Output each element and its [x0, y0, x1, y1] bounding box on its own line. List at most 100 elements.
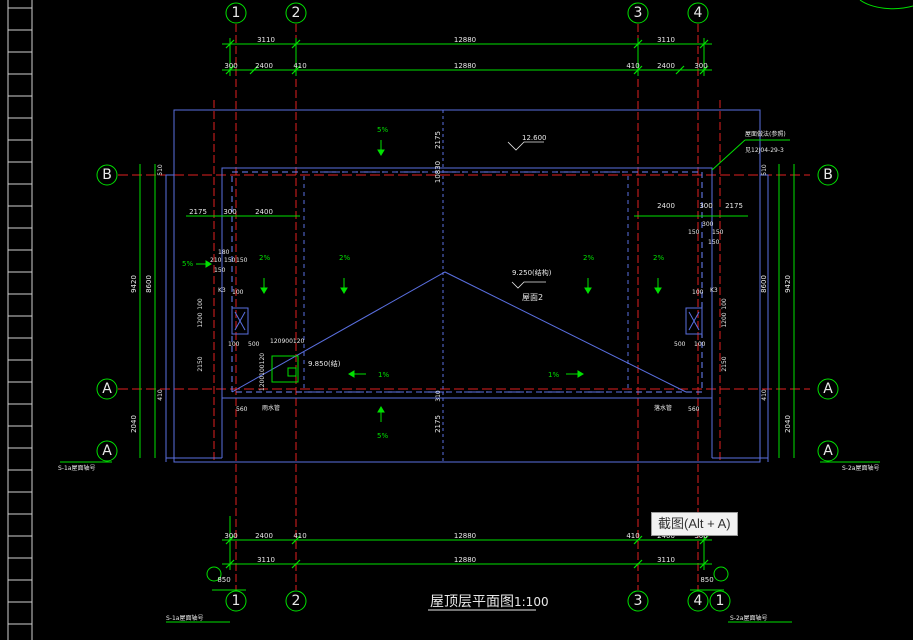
dim-bot-2400-right: 2400: [657, 532, 675, 540]
axis-label-left-A2: A: [102, 443, 112, 459]
dim-stack-right-150c: 150: [708, 239, 720, 246]
axis-label-top-4: 4: [694, 5, 703, 21]
slope-1pct-right: 1%: [548, 371, 559, 379]
dim-bot3-850-left: 850: [217, 576, 230, 584]
dim-top2-410-left: 410: [293, 62, 306, 70]
roof-label: 屋面2: [522, 293, 543, 302]
axis-label-right-A2: A: [823, 443, 833, 459]
roof-drain-box: [271, 355, 299, 383]
drawing-title: 屋顶层平面图: [430, 594, 514, 610]
gutter-label-right: 落水管: [654, 404, 672, 412]
axis-gridlines: [213, 24, 721, 590]
dim-left-1200: 1200: [197, 312, 204, 327]
axis-bubbles-top: [225, 2, 709, 24]
dim-right-8600: 8600: [760, 275, 768, 293]
k3-label-right: K3: [710, 287, 718, 294]
slope-5pct-left: 5%: [182, 260, 193, 268]
dim-top2-12880: 12880: [454, 62, 476, 70]
dim-right-2150: 2150: [721, 356, 728, 371]
dim-top-12880: 12880: [454, 36, 476, 44]
axis-label-left-B: B: [102, 167, 112, 183]
drain-dims-2: 1200100120: [259, 353, 266, 391]
k3-box-right: [685, 307, 703, 335]
dim-left-100: 100: [197, 298, 204, 310]
dim-bot-300-left: 300: [224, 532, 237, 540]
dim-stack-right-150a: 150: [688, 229, 700, 236]
dim-left-8600: 8600: [145, 275, 153, 293]
section-mark-s1-bottom: S-1a屋面轴号: [166, 614, 203, 622]
left-tool-palette[interactable]: [7, 0, 33, 640]
dim-bot3-850-right: 850: [700, 576, 713, 584]
dim-stack-left-150c: 150: [214, 267, 226, 274]
dim-center-2175-bottom: 2175: [434, 415, 442, 433]
axis-label-top-3: 3: [634, 5, 643, 21]
dim-right-9420: 9420: [784, 275, 792, 293]
dim-top2-410-right: 410: [626, 62, 639, 70]
dim-stack-right-300: 300: [702, 221, 714, 228]
dim-top2-300-left: 300: [224, 62, 237, 70]
k3-dim-right-100: 100: [692, 289, 704, 296]
k3-dim-left-100b: 100: [228, 341, 240, 348]
axis-label-bottom-2: 2: [292, 593, 301, 609]
dim-right-410: 410: [761, 389, 768, 401]
dim-bot-2400-left: 2400: [255, 532, 273, 540]
drain-dims-1: 120900120: [270, 338, 305, 345]
dim-stack-left-150a: 150: [224, 257, 236, 264]
dim-left-9420: 9420: [130, 275, 138, 293]
gutter-label-left: 雨水管: [262, 404, 280, 412]
section-mark-s1-left: S-1a屋面轴号: [58, 464, 95, 472]
dim-inner-left-300: 300: [223, 208, 236, 216]
dimension-lines: [139, 38, 795, 591]
dim-left-2150: 2150: [197, 356, 204, 371]
dim-stack-left-210: 210: [210, 257, 222, 264]
axis-label-right-B: B: [823, 167, 833, 183]
dim-560-left: 560: [236, 406, 248, 413]
dim-bot-410-left: 410: [293, 532, 306, 540]
dim-bot2-3110-left: 3110: [257, 556, 275, 564]
elevation-marker-top: [507, 141, 544, 151]
elevation-9250: 9.250(结构): [512, 268, 552, 277]
dim-top2-2400-left: 2400: [255, 62, 273, 70]
k3-dim-right-100b: 100: [694, 341, 706, 348]
dim-inner-left-2400: 2400: [255, 208, 273, 216]
dim-bot2-12880: 12880: [454, 556, 476, 564]
dim-bot2-3110-right: 3110: [657, 556, 675, 564]
slope-arrows: [196, 140, 662, 422]
slope-2pct-a: 2%: [259, 254, 270, 262]
roof-outline: [165, 109, 769, 463]
dim-top2-2400-right: 2400: [657, 62, 675, 70]
axis-bubbles-side: [60, 164, 880, 463]
axis-label-bottom-5: 1: [716, 593, 725, 609]
axis-label-left-A: A: [102, 381, 112, 397]
dim-left-510: 510: [157, 164, 164, 176]
dim-stack-right-150b: 150: [712, 229, 724, 236]
dim-top-3110-right: 3110: [657, 36, 675, 44]
section-mark-s2-bottom: S-2a屋面轴号: [730, 614, 767, 622]
dim-stack-left-180: 180: [218, 249, 230, 256]
dim-right-1200: 1200: [721, 312, 728, 327]
axis-label-top-2: 2: [292, 5, 301, 21]
axis-label-bottom-4: 4: [694, 593, 703, 609]
dim-inner-right-2400: 2400: [657, 202, 675, 210]
k3-label-left: K3: [218, 287, 226, 294]
dimension-ticks: [225, 39, 709, 569]
axis-label-right-A: A: [823, 381, 833, 397]
slope-2pct-d: 2%: [653, 254, 664, 262]
dim-center-310: 310: [435, 390, 442, 402]
dim-center-10830: 10830: [434, 161, 442, 183]
slope-5pct-bottom: 5%: [377, 432, 388, 440]
drawing-scale: 1:100: [514, 595, 549, 609]
dim-bot-410-right: 410: [626, 532, 639, 540]
dim-inner-right-2175: 2175: [725, 202, 743, 210]
dim-right-100: 100: [721, 298, 728, 310]
dim-bot-12880: 12880: [454, 532, 476, 540]
dim-top-3110-left: 3110: [257, 36, 275, 44]
slope-2pct-c: 2%: [583, 254, 594, 262]
dim-right-2040: 2040: [784, 415, 792, 433]
dim-inner-right-300: 300: [699, 202, 712, 210]
axis-horizontal-lines: [118, 174, 810, 390]
slope-1pct-left: 1%: [378, 371, 389, 379]
dim-right-510: 510: [761, 164, 768, 176]
